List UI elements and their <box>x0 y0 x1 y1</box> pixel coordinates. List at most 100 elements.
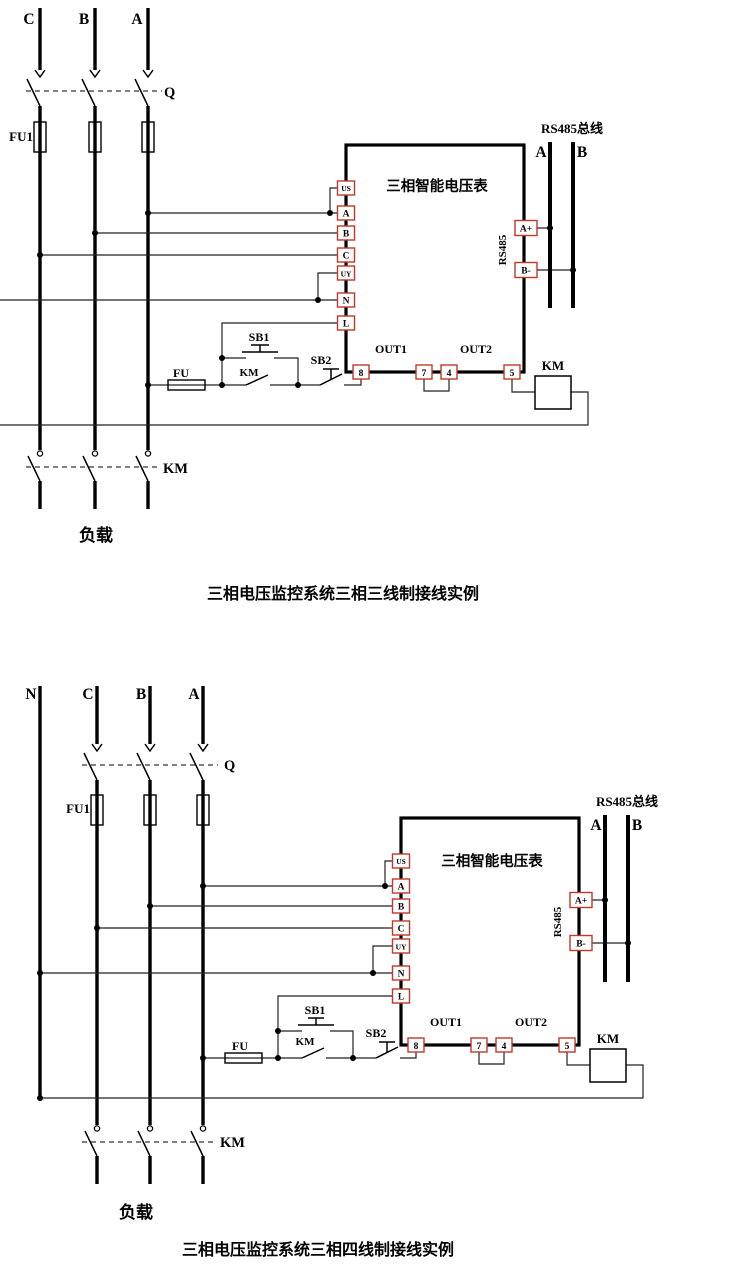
terminal-5-label: 5 <box>510 369 515 379</box>
junction-dot <box>37 252 43 258</box>
bus-a-label: A <box>535 144 547 161</box>
out2-label: OUT2 <box>515 1015 547 1029</box>
km-contact-point <box>93 1125 101 1132</box>
terminal-a-label: A <box>343 210 350 220</box>
junction-dot <box>200 1055 206 1061</box>
junction-dot <box>602 897 608 903</box>
junction-dot <box>327 210 333 216</box>
terminal-n-label: N <box>398 970 405 980</box>
breaker-q-contacts <box>26 69 154 107</box>
meter-rs485-terminals: A+ B- <box>569 891 593 952</box>
control-fuse <box>167 379 206 391</box>
terminal-b-minus <box>569 934 593 952</box>
rs485-bus-title: RS485总线 <box>596 794 658 809</box>
line-fuse-label: FU1 <box>9 129 33 144</box>
sb2-label: SB2 <box>311 353 332 367</box>
junction-dot <box>275 1028 281 1034</box>
phase-label-c: C <box>82 686 93 703</box>
line-fuse-a <box>141 121 155 153</box>
junction-dot <box>382 883 388 889</box>
terminal-4 <box>440 364 458 380</box>
junction-dot <box>37 1095 43 1101</box>
control-fuse <box>224 1052 263 1064</box>
terminal-c-label: C <box>343 252 350 262</box>
km-contact-point <box>91 450 99 457</box>
breaker-label: Q <box>224 758 235 774</box>
km-contact-point <box>146 1125 154 1132</box>
terminal-7-label: 7 <box>422 369 427 379</box>
junction-dot <box>37 970 43 976</box>
terminal-uy <box>336 265 356 281</box>
km-contact-point <box>199 1125 207 1132</box>
meter-title: 三相智能电压表 <box>441 852 543 870</box>
bus-a-label: A <box>590 817 602 834</box>
junction-dot <box>145 210 151 216</box>
terminal-8-label: 8 <box>414 1042 419 1052</box>
terminal-5 <box>558 1037 576 1053</box>
km-contact-blades <box>84 1130 204 1157</box>
line-fuse-label: FU1 <box>66 801 90 816</box>
load-label: 负载 <box>119 1202 153 1222</box>
breaker-q-contacts <box>83 743 209 781</box>
bus-b-label: B <box>632 817 642 834</box>
junction-dot <box>275 1055 281 1061</box>
terminal-a-plus <box>514 219 538 237</box>
km-contacts-label: KM <box>163 461 188 477</box>
terminal-4-label: 4 <box>447 369 452 379</box>
terminal-a-label: A <box>398 883 405 893</box>
terminal-b <box>336 225 356 241</box>
km-aux-label: KM <box>240 367 260 379</box>
phase-label-n: N <box>25 686 36 703</box>
control-contacts-and-buttons <box>298 1017 399 1059</box>
terminal-b-minus <box>514 261 538 279</box>
terminal-8 <box>407 1037 425 1053</box>
terminal-uy-label: UY <box>341 270 352 279</box>
meter-left-terminals: US A B C UY N L <box>336 180 356 331</box>
rs485-bus-title: RS485总线 <box>541 121 603 136</box>
rs485-bus-lines <box>603 815 630 982</box>
bus-b-label: B <box>577 144 587 161</box>
terminal-a-plus-label: A+ <box>520 225 532 235</box>
diagram-three-wire: US A B C UY N L 8 7 4 5 A+ B- C B <box>0 8 603 603</box>
rs485-port-label: RS485 <box>497 234 509 265</box>
terminal-us-label: US <box>396 857 406 866</box>
terminal-7 <box>415 364 433 380</box>
line-fuse-c <box>90 794 104 826</box>
junction-dot <box>147 903 153 909</box>
junction-dot <box>625 940 631 946</box>
phase-label-c: C <box>23 11 34 28</box>
junction-dot <box>547 225 553 231</box>
terminal-a-plus <box>569 891 593 909</box>
terminal-b-label: B <box>343 230 350 240</box>
terminal-us <box>391 853 411 869</box>
terminal-4 <box>495 1037 513 1053</box>
terminal-a-plus-label: A+ <box>575 897 587 907</box>
junction-dot <box>94 925 100 931</box>
control-fuse-label: FU <box>173 366 189 380</box>
km-coil <box>534 375 572 410</box>
km-contact-blades <box>27 455 149 482</box>
junction-dot <box>370 970 376 976</box>
km-contact-point <box>36 450 44 457</box>
terminal-us <box>336 180 356 196</box>
connection-wires <box>40 860 644 1099</box>
terminal-a <box>336 205 356 221</box>
terminal-b-minus-label: B- <box>521 267 531 277</box>
junction-dot <box>350 1055 356 1061</box>
km-coil-label: KM <box>542 358 564 373</box>
junction-dot <box>145 382 151 388</box>
terminal-c-label: C <box>398 925 405 935</box>
junction-dot <box>219 382 225 388</box>
out2-label: OUT2 <box>460 342 492 356</box>
line-fuse-b <box>143 794 157 826</box>
junction-dot <box>219 355 225 361</box>
terminal-a <box>391 878 411 894</box>
terminal-b <box>391 898 411 914</box>
terminal-7-label: 7 <box>477 1042 482 1052</box>
terminal-8-label: 8 <box>359 369 364 379</box>
breaker-label: Q <box>164 85 175 101</box>
line-fuse-b <box>88 121 102 153</box>
terminal-c <box>336 247 356 263</box>
meter-output-terminals: 8 7 4 5 <box>407 1037 576 1053</box>
